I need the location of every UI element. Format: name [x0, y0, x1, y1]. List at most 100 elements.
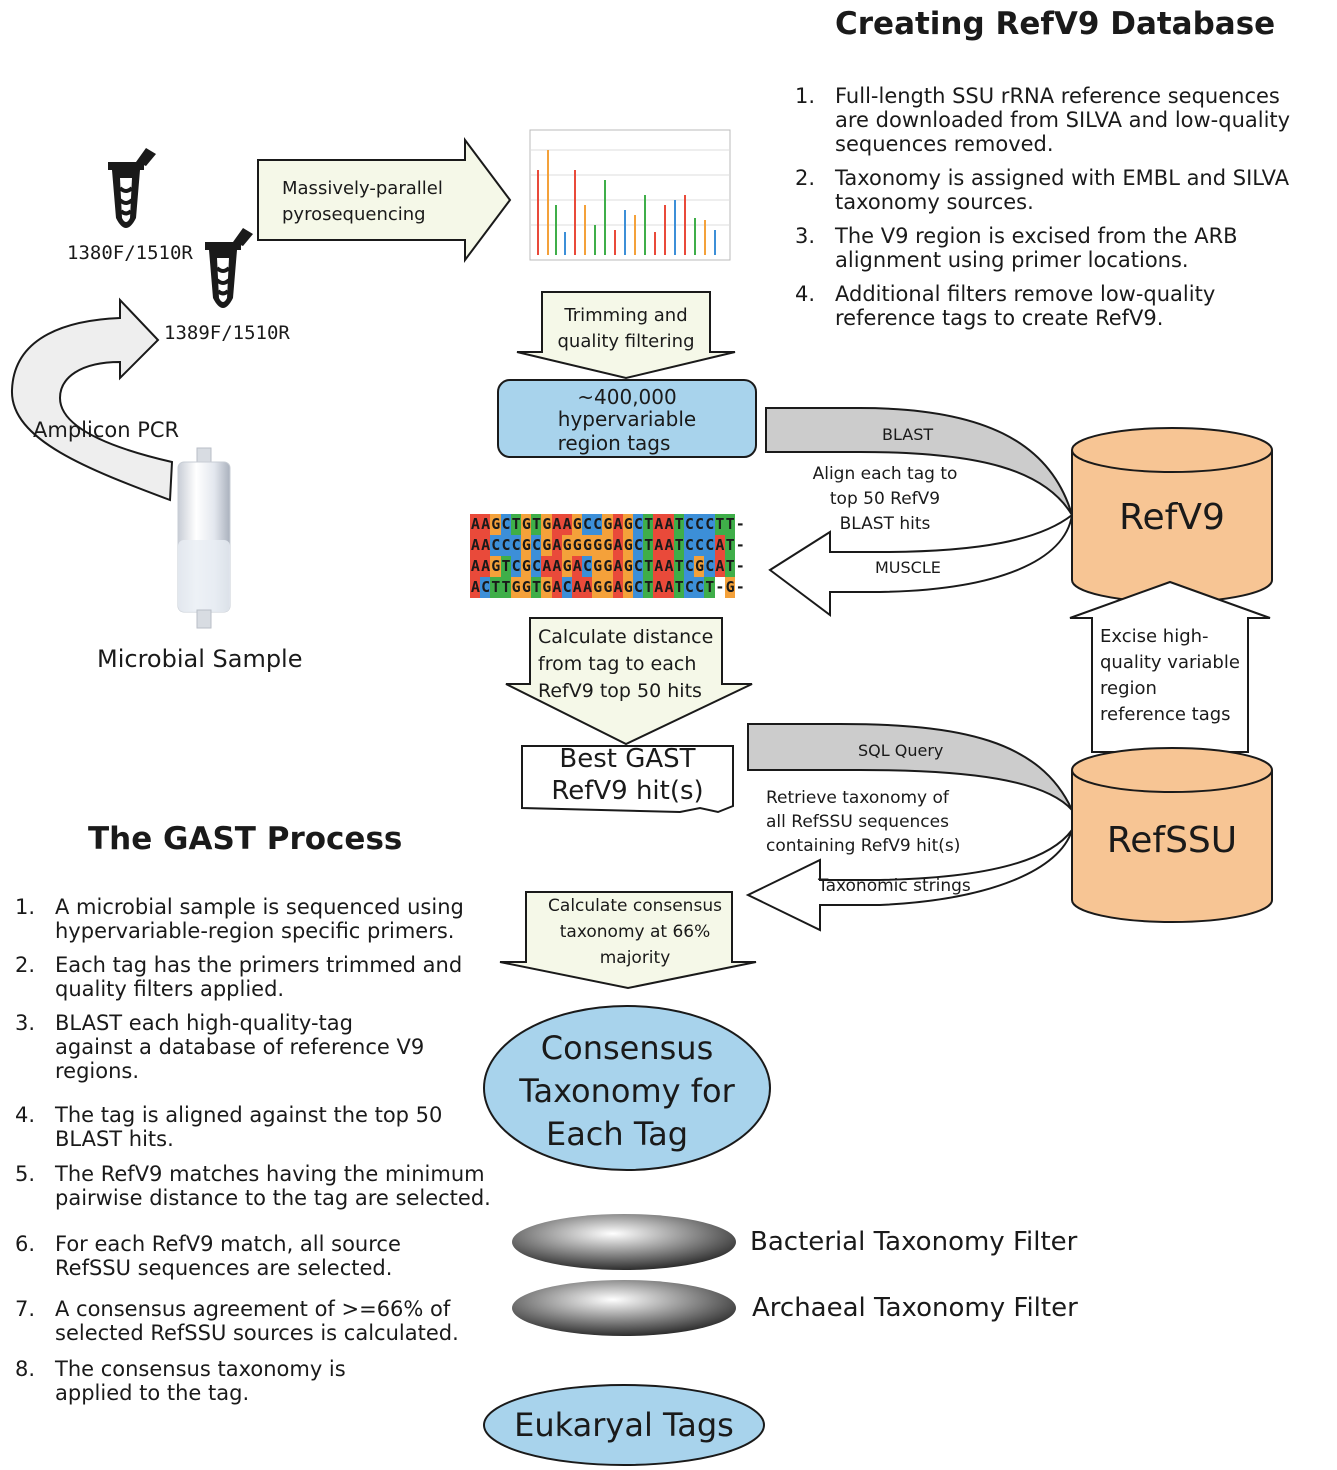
- taxonomic-strings-arrow: [745, 829, 1073, 932]
- alignment-base: C: [683, 535, 695, 556]
- bacterial-filter-label: Bacterial Taxonomy Filter: [750, 1227, 1078, 1257]
- alignment-base: T: [673, 535, 684, 556]
- alignment-base: T: [490, 577, 501, 598]
- alignment-base: -: [735, 578, 745, 596]
- alignment-base: T: [643, 556, 654, 577]
- pyrosequencing-arrow: [257, 137, 512, 263]
- alignment-base: A: [653, 577, 664, 598]
- tube1-primer-label: 1380F/1510R: [67, 242, 193, 264]
- hypervariable-tags-box: [497, 379, 757, 458]
- distance-label: Calculate distance from tag to each RefV…: [538, 626, 714, 702]
- refv9-step-4: 4. Additional filters remove low-quality…: [795, 282, 1216, 330]
- pyrosequencing-label: Massively-parallel pyrosequencing: [282, 178, 443, 225]
- alignment-base: T: [704, 577, 715, 598]
- alignment-base: C: [500, 535, 511, 556]
- alignment-base: A: [480, 535, 491, 556]
- alignment-base: G: [561, 556, 572, 577]
- alignment-base: G: [602, 535, 613, 556]
- refv9-step-2: 2. Taxonomy is assigned with EMBL and SI…: [795, 166, 1290, 214]
- refv9-step-1: 1. Full-length SSU rRNA reference sequen…: [795, 84, 1291, 156]
- alignment-base: A: [582, 577, 593, 598]
- alignment-base: A: [541, 556, 552, 577]
- align-label: Align each tag to top 50 RefV9 BLAST hit…: [812, 464, 958, 534]
- alignment-base: A: [663, 556, 674, 577]
- gast-step-7: 7. A consensus agreement of >=66% of sel…: [15, 1297, 459, 1345]
- distance-arrow: [505, 617, 753, 746]
- alignment-base: A: [714, 535, 725, 556]
- alignment-base: A: [663, 514, 674, 535]
- alignment-base: A: [551, 556, 562, 577]
- alignment-base: C: [694, 577, 705, 598]
- alignment-base: G: [592, 577, 603, 598]
- consensus-arrow-label: Calculate consensus taxonomy at 66% majo…: [548, 896, 722, 968]
- alignment-base: C: [704, 514, 715, 535]
- alignment-base: G: [520, 535, 532, 556]
- tags-box-line-2: hypervariable: [557, 407, 697, 431]
- amplicon-pcr-label: Amplicon PCR: [33, 418, 180, 442]
- alignment-base: G: [510, 577, 521, 598]
- tube2-primer-label: 1389F/1510R: [164, 322, 290, 344]
- gast-step-1: 1. A microbial sample is sequenced using…: [15, 895, 464, 943]
- retrieve-label: Retrieve taxonomy of all RefSSU sequence…: [766, 788, 961, 856]
- best-hit-line-1: Best GAST: [559, 744, 696, 774]
- bacterial-filter-disc: [512, 1214, 736, 1270]
- alignment-base: A: [470, 514, 481, 535]
- alignment-base: A: [714, 556, 725, 577]
- refssu-database-label: RefSSU: [1106, 820, 1238, 861]
- alignment-base: -: [715, 578, 724, 596]
- alignment-base: G: [602, 577, 613, 598]
- alignment-base: A: [551, 577, 562, 598]
- gast-step-6: 6. For each RefV9 match, all source RefS…: [15, 1232, 401, 1280]
- alignment-base: G: [541, 535, 552, 556]
- refv9-database-icon: [1071, 427, 1273, 603]
- gast-process-title: The GAST Process: [88, 821, 403, 857]
- alignment-base: T: [724, 556, 735, 577]
- alignment-base: G: [571, 514, 583, 535]
- alignment-base: C: [510, 556, 521, 577]
- eukaryal-tags-label: Eukaryal Tags: [514, 1406, 734, 1444]
- alignment-base: G: [520, 514, 532, 535]
- consensus-oval-line-1: Consensus: [540, 1029, 714, 1067]
- alignment-base: A: [612, 577, 623, 598]
- alignment-base: G: [592, 535, 603, 556]
- tags-box-line-1: ~400,000: [577, 385, 677, 409]
- alignment-base: A: [663, 535, 674, 556]
- alignment-base: C: [582, 556, 593, 577]
- tags-box-line-3: region tags: [557, 431, 671, 455]
- alignment-base: A: [663, 577, 674, 598]
- sql-query-label: SQL Query: [858, 741, 944, 760]
- alignment-base: A: [480, 514, 491, 535]
- alignment-base: G: [490, 556, 501, 577]
- alignment-base: T: [724, 535, 735, 556]
- alignment-base: T: [531, 514, 542, 535]
- blast-label: BLAST: [882, 425, 934, 444]
- alignment-base: T: [643, 535, 654, 556]
- muscle-arrow: [768, 512, 1074, 617]
- alignment-base: G: [602, 556, 613, 577]
- best-hit-box: [521, 745, 734, 814]
- refv9-steps-list: 1. Full-length SSU rRNA reference sequen…: [795, 84, 1335, 334]
- alignment-base: -: [735, 536, 745, 554]
- alignment-base: T: [500, 556, 511, 577]
- eukaryal-tags-oval: [483, 1384, 765, 1466]
- alignment-base: G: [561, 535, 572, 556]
- refssu-database-icon: [1071, 747, 1273, 923]
- alignment-base: T: [500, 577, 511, 598]
- gast-step-2: 2. Each tag has the primers trimmed and …: [15, 953, 463, 1001]
- gast-step-5: 5. The RefV9 matches having the minimum …: [15, 1162, 491, 1210]
- excise-arrow: [1069, 580, 1271, 753]
- alignment-base: A: [612, 556, 623, 577]
- alignment-base: G: [582, 535, 593, 556]
- alignment-base: G: [520, 556, 532, 577]
- alignment-base: C: [683, 514, 695, 535]
- refv9-section-title: Creating RefV9 Database: [835, 6, 1276, 42]
- alignment-base: A: [653, 556, 664, 577]
- alignment-base: T: [643, 577, 654, 598]
- consensus-oval-line-2: Taxonomy for: [519, 1072, 735, 1110]
- alignment-base: C: [531, 535, 542, 556]
- alignment-base: C: [510, 535, 521, 556]
- primer-tube-icon-1: [108, 148, 156, 228]
